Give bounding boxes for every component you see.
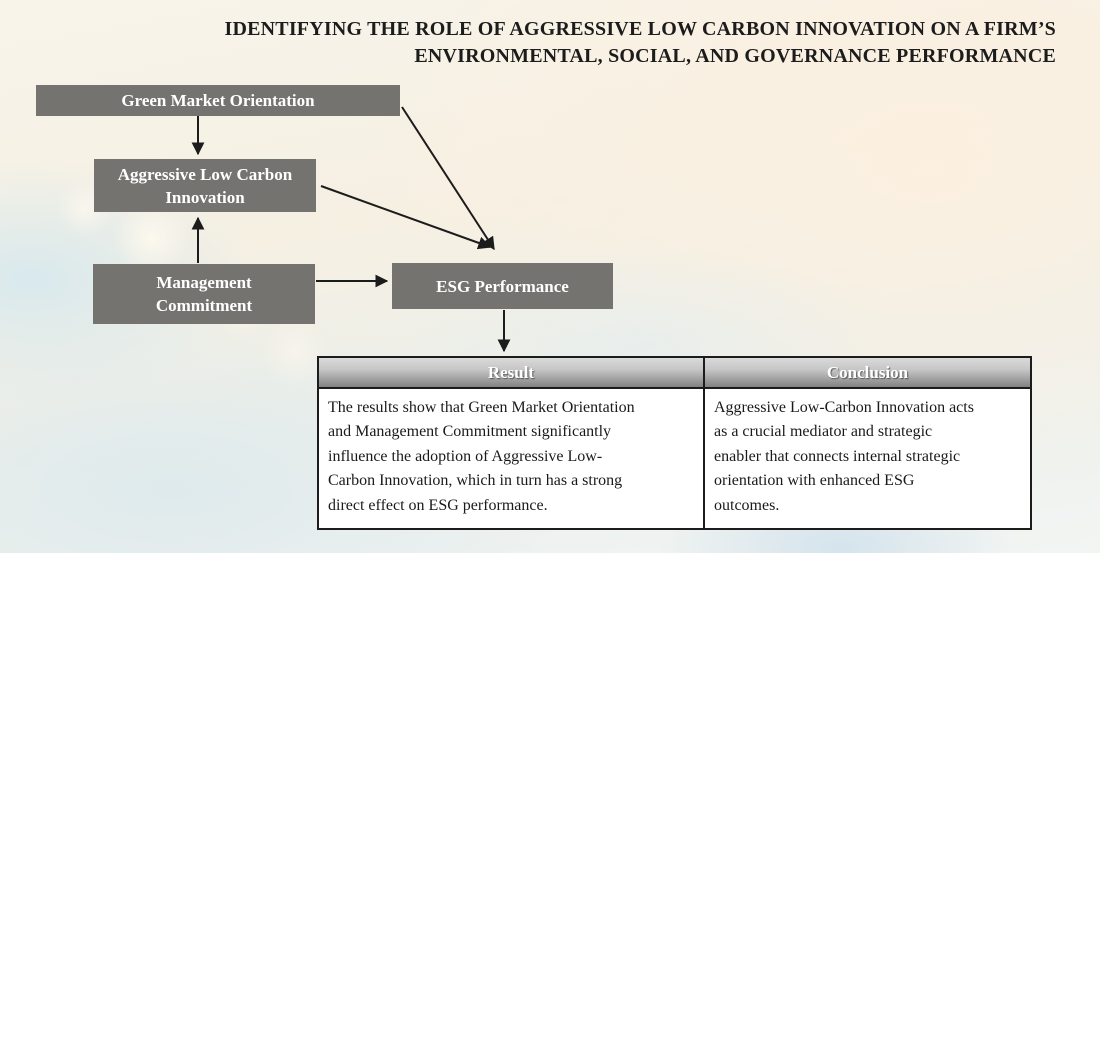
node-green-market-orientation: Green Market Orientation — [36, 85, 400, 116]
node-aggressive-low-carbon-innovation: Aggressive Low Carbon Innovation — [94, 159, 316, 212]
node-alci-label-line-2: Innovation — [165, 187, 245, 207]
page-title-line-1: IDENTIFYING THE ROLE OF AGGRESSIVE LOW C… — [224, 18, 1056, 40]
table-header-row: Result Conclusion — [317, 356, 1032, 389]
page-title: IDENTIFYING THE ROLE OF AGGRESSIVE LOW C… — [80, 16, 1056, 70]
table-header-conclusion: Conclusion — [703, 356, 1032, 389]
node-alci-label-line-1: Aggressive Low Carbon — [117, 164, 293, 184]
page-title-line-2: ENVIRONMENTAL, SOCIAL, AND GOVERNANCE PE… — [414, 45, 1056, 67]
table-row: The results show that Green Market Orien… — [317, 386, 1032, 531]
result-conclusion-table: Result Conclusion The results show that … — [317, 356, 1032, 531]
node-management-commitment: Management Commitment — [93, 264, 315, 324]
node-esg-performance: ESG Performance — [392, 263, 613, 309]
result-cell: The results show that Green Market Orien… — [317, 386, 705, 531]
node-mc-label-line-2: Commitment — [155, 296, 253, 315]
conclusion-cell: Aggressive Low-Carbon Innovation acts as… — [703, 386, 1032, 531]
node-mc-label-line-1: Management — [156, 273, 252, 292]
node-green-market-orientation-label: Green Market Orientation — [121, 91, 315, 110]
table-header-result: Result — [317, 356, 705, 389]
node-esg-performance-label: ESG Performance — [436, 276, 569, 296]
